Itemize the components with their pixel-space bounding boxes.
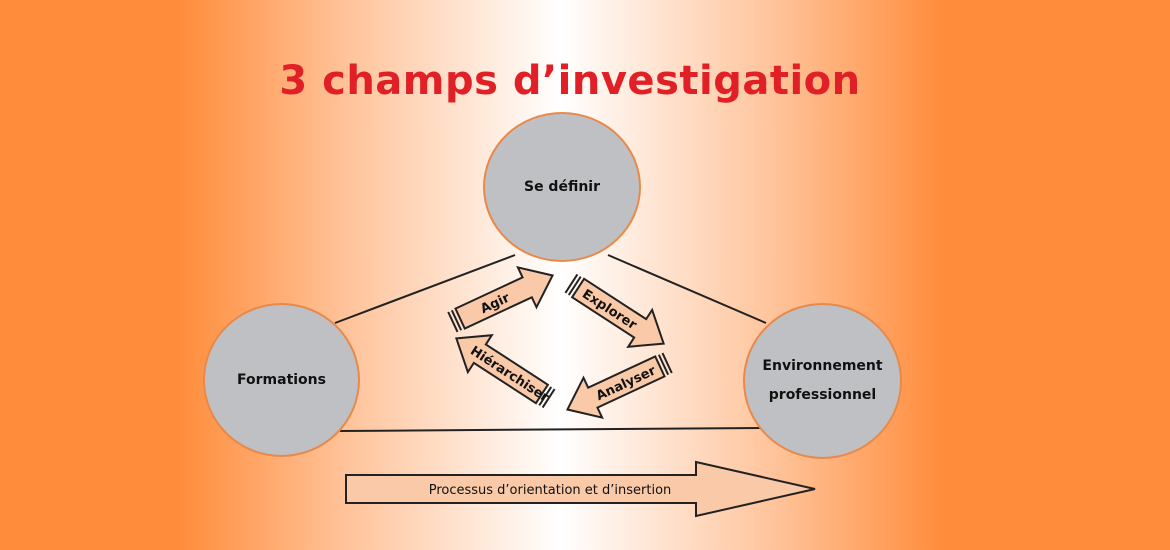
arrow-hierarchiser: Hiérarchiser: [454, 334, 556, 409]
circle-label-top: Se définir: [523, 179, 600, 195]
circle-label-right-1: Environnement: [762, 358, 883, 374]
line-bottom: [339, 427, 763, 432]
process-arrow: Processus d’orientation et d’insertion: [345, 460, 816, 518]
arrow-explorer: Explorer: [564, 273, 666, 348]
process-label: Processus d’orientation et d’insertion: [429, 483, 672, 498]
arrow-agir: Agir: [447, 265, 555, 333]
line-top-right: [607, 254, 767, 324]
arrow-analyser: Analyser: [565, 352, 673, 420]
label-hierarchiser: Hiérarchiser: [467, 344, 551, 406]
line-top-left: [334, 254, 516, 324]
circle-label-left: Formations: [237, 372, 326, 388]
circle-environnement: Environnement professionnel: [743, 303, 902, 459]
diagram-title: 3 champs d’investigation: [279, 58, 861, 104]
circle-label-right-2: professionnel: [768, 387, 877, 403]
circle-se-definir: Se définir: [483, 112, 641, 262]
circle-formations: Formations: [203, 303, 360, 457]
